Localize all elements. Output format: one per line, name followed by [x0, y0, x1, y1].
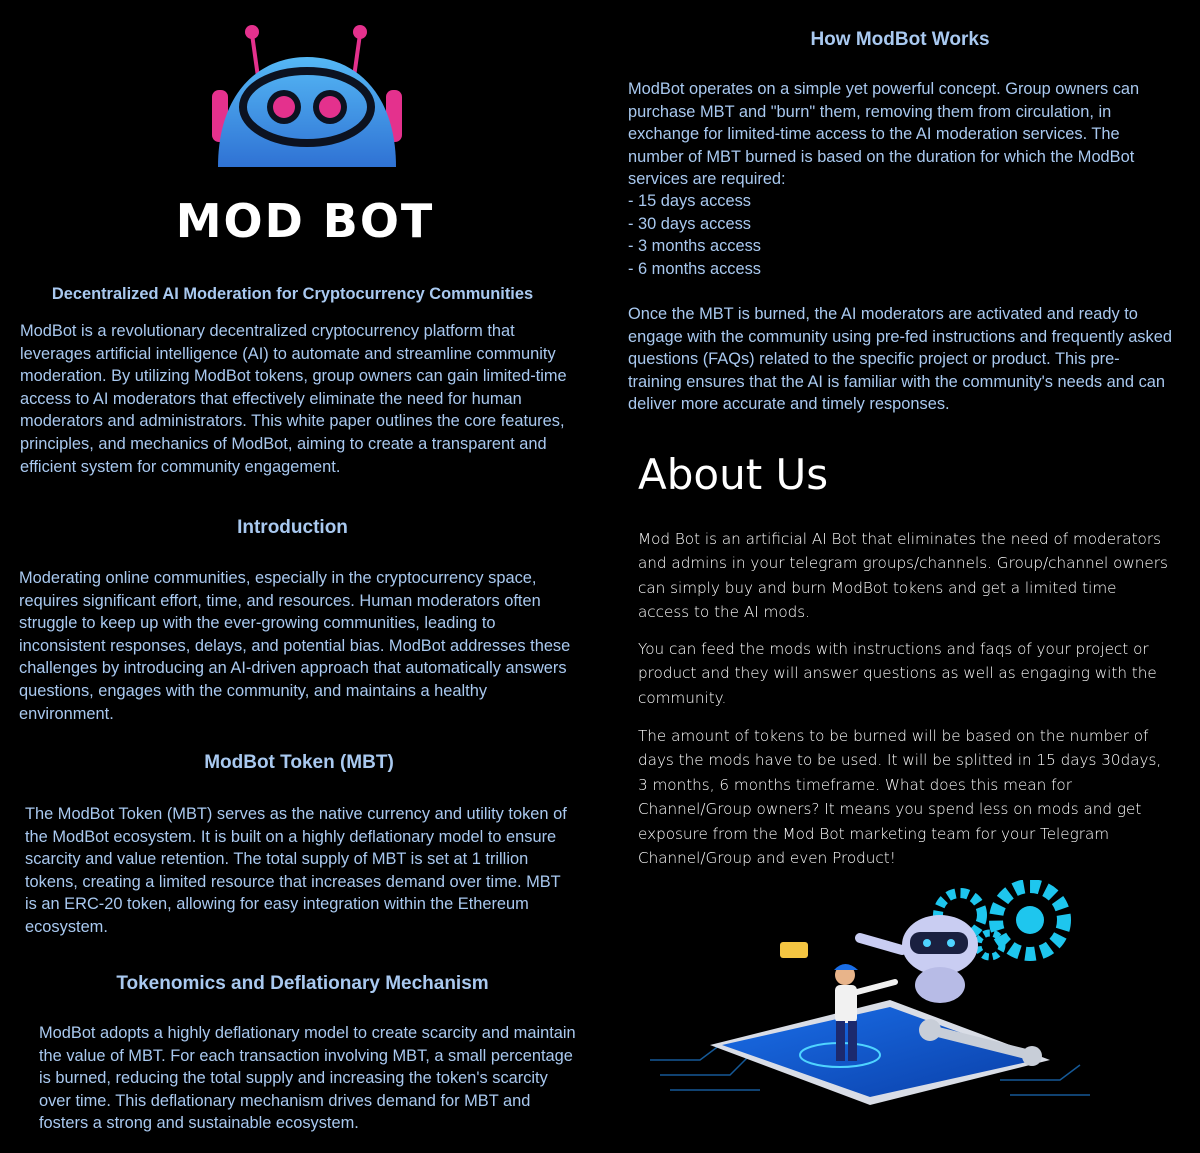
token-heading: ModBot Token (MBT) [204, 752, 394, 773]
access-list: - 15 days access - 30 days access - 3 mo… [628, 190, 1168, 280]
robot-logo-icon [212, 25, 402, 167]
how-it-works-heading: How ModBot Works [810, 29, 990, 50]
about-us-title: About Us [638, 450, 829, 499]
tokenomics-paragraph: ModBot adopts a highly deflationary mode… [39, 1024, 576, 1133]
robot-illustration-icon [650, 880, 1090, 1105]
introduction-paragraph: Moderating online communities, especiall… [19, 569, 571, 723]
burn-paragraph: Once the MBT is burned, the AI moderator… [628, 305, 1172, 414]
about-paragraph-3: The amount of tokens to be burned will b… [638, 727, 1162, 868]
brand-wordmark: MOD BOT [175, 194, 435, 248]
access-item: - 30 days access [628, 214, 751, 233]
access-item: - 3 months access [628, 237, 761, 256]
about-paragraph-1: Mod Bot is an artificial AI Bot that eli… [638, 530, 1168, 622]
how-it-works-paragraph: ModBot operates on a simple yet powerful… [628, 80, 1140, 189]
right-column: How ModBot Works ModBot operates on a si… [600, 0, 1200, 1153]
tokenomics-heading: Tokenomics and Deflationary Mechanism [116, 973, 489, 994]
access-item: - 6 months access [628, 259, 761, 278]
access-item: - 15 days access [628, 192, 751, 210]
subtitle-heading: Decentralized AI Moderation for Cryptocu… [51, 285, 534, 303]
token-paragraph: The ModBot Token (MBT) serves as the nat… [25, 805, 567, 936]
about-paragraph-2: You can feed the mods with instructions … [638, 640, 1157, 707]
intro-paragraph: ModBot is a revolutionary decentralized … [20, 322, 567, 476]
left-column: MOD BOT Decentralized AI Moderation for … [0, 0, 590, 1153]
introduction-heading: Introduction [237, 517, 348, 538]
